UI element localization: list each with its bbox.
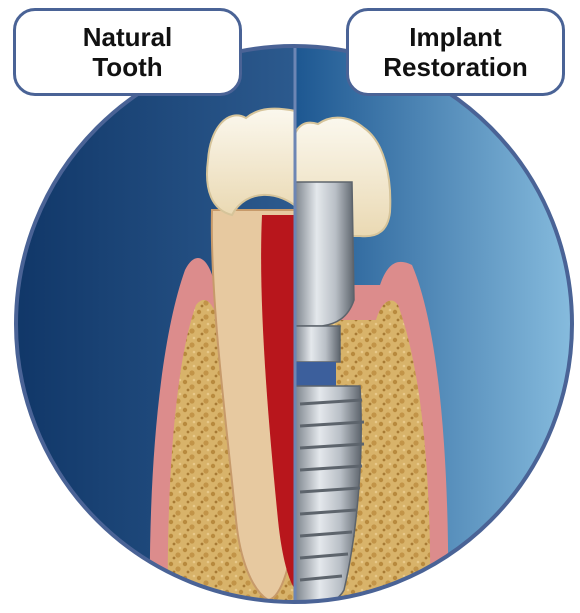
natural-tooth-label: Natural Tooth (13, 8, 242, 96)
natural-tooth-label-line1: Natural (83, 22, 173, 52)
natural-tooth-label-line2: Tooth (83, 52, 173, 82)
implant-screw-socket (292, 362, 336, 386)
implant-screw-head (292, 326, 340, 362)
implant-abutment (292, 182, 354, 326)
implant-restoration-label: Implant Restoration (346, 8, 565, 96)
implant-restoration-label-line2: Restoration (383, 52, 527, 82)
implant-restoration-label-line1: Implant (383, 22, 527, 52)
